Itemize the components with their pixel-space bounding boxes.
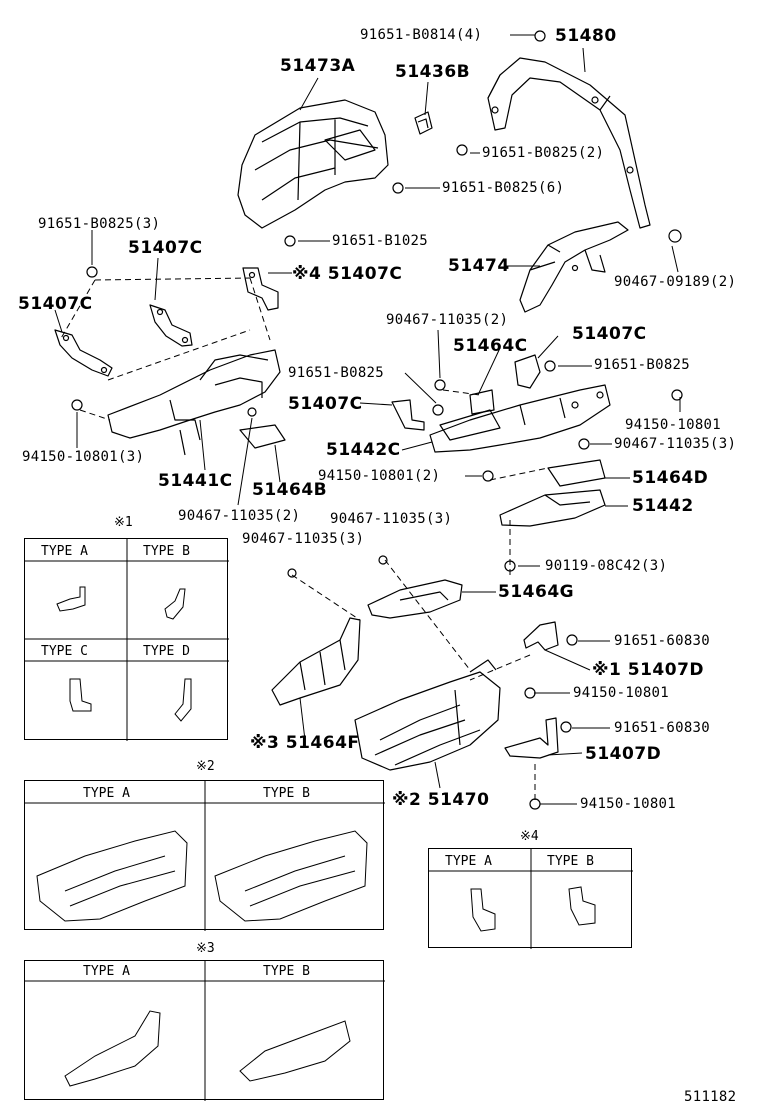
part-51407d-lower-drawing [504,717,559,759]
table4-mark: ※4 [520,829,539,844]
label-51480: 51480 [555,26,617,46]
label-51464b: 51464B [252,480,328,500]
table4-type-a: TYPE A [445,854,492,869]
table3-type-a: TYPE A [83,964,130,979]
table3-type-b: TYPE B [263,964,310,979]
table1-type-a: TYPE A [41,544,88,559]
label-91651-b0825-right: 91651-B0825 [594,357,691,373]
label-51441c: 51441C [158,471,233,491]
label-91651-60830-upper: 91651-60830 [614,633,711,649]
label-51407d-type1: ※1 51407D [592,660,705,680]
label-90467-11035-3-mid: 90467-11035(3) [330,511,453,527]
label-51442: 51442 [632,496,694,516]
type-table-1: TYPE A TYPE B TYPE C TYPE D [24,538,229,741]
part-51442-drawing [499,489,606,527]
label-94150-10801-right: 94150-10801 [625,417,722,433]
part-51464f-drawing [271,617,361,706]
label-94150-10801-mid: 94150-10801 [573,685,670,701]
table1-mark: ※1 [114,515,133,530]
part-51474-drawing [519,221,629,313]
label-51464g: 51464G [498,582,575,602]
label-90467-11035-3-left: 90467-11035(3) [242,531,365,547]
label-51407c-middle: 51407C [128,238,203,258]
label-51470-type2: ※2 51470 [392,790,490,810]
label-91651-b0825-6: 91651-B0825(6) [442,180,565,196]
table1-type-d: TYPE D [143,644,190,659]
part-51464d-drawing [547,459,606,487]
label-51464d: 51464D [632,468,709,488]
label-91651-60830-lower: 91651-60830 [614,720,711,736]
label-51442c: 51442C [326,440,401,460]
label-51407c-center: 51407C [288,394,363,414]
table3-grid [25,961,385,1101]
label-90467-11035-2-top: 90467-11035(2) [386,312,509,328]
part-51407d-upper-drawing [523,621,559,651]
leader-lines [54,34,681,805]
type-table-2: TYPE A TYPE B [24,780,385,931]
table2-type-a: TYPE A [83,786,130,801]
label-51407c-left: 51407C [18,294,93,314]
part-51407c-middle-drawing [149,304,193,347]
label-51407d-lower: 51407D [585,744,662,764]
label-94150-10801-bottom: 94150-10801 [580,796,677,812]
part-51442c-drawing [429,384,611,453]
label-94150-10801-3: 94150-10801(3) [22,449,145,465]
table2-mark: ※2 [196,759,215,774]
label-91651-b0825-2: 91651-B0825(2) [482,145,605,161]
label-51407c-type4: ※4 51407C [292,264,403,284]
label-51473a: 51473A [280,56,356,76]
table4-type-b: TYPE B [547,854,594,869]
part-51407c-right-drawing [391,354,541,431]
label-94150-10801-2: 94150-10801(2) [318,468,441,484]
type-table-3: TYPE A TYPE B [24,960,385,1101]
part-51407c-left-drawing [54,329,113,377]
label-90119-08c42: 90119-08C42(3) [545,558,668,574]
label-51474: 51474 [448,256,510,276]
table1-type-b: TYPE B [143,544,190,559]
table3-mark: ※3 [196,941,215,956]
label-51464f-type3: ※3 51464F [250,733,360,753]
label-51407c-right: 51407C [572,324,647,344]
label-91651-b0825-left: 91651-B0825 [288,365,385,381]
part-51436b-drawing [414,111,433,135]
table2-grid [25,781,385,931]
table4-grid [429,849,633,949]
type-table-4: TYPE A TYPE B [428,848,633,949]
label-51436b: 51436B [395,62,471,82]
part-51470-drawing [354,659,501,771]
label-91651-b0814: 91651-B0814(4) [360,27,483,43]
part-51464c-drawing [469,389,495,415]
label-90467-09189: 90467-09189(2) [614,274,737,290]
diagram-code: 511182 [684,1089,737,1105]
label-90467-11035-2-bottom: 90467-11035(2) [178,508,301,524]
part-51464b-drawing [239,424,286,449]
part-51464g-drawing [367,579,463,619]
table2-type-b: TYPE B [263,786,310,801]
label-91651-b0825-3: 91651-B0825(3) [38,216,161,232]
label-91651-b1025: 91651-B1025 [332,233,429,249]
label-90467-11035-3-right: 90467-11035(3) [614,436,737,452]
label-51464c: 51464C [453,336,528,356]
part-51473a-drawing [237,99,389,229]
part-51480-drawing [487,57,651,229]
table1-grid [25,539,229,741]
dashed-assembly-lines [59,277,549,800]
part-51441c-drawing [107,349,281,456]
table1-type-c: TYPE C [41,644,88,659]
part-51407c-upper-drawing [242,267,279,311]
